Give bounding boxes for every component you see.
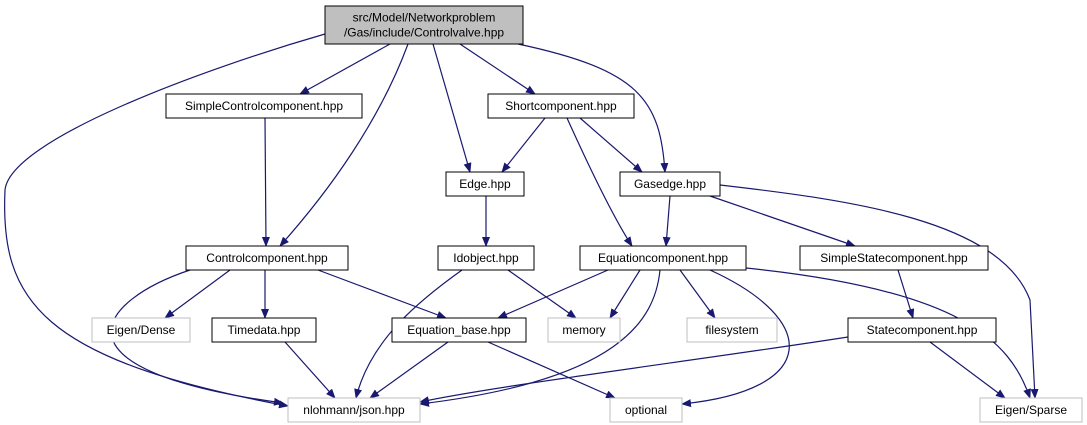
node-simplecontrol[interactable]: SimpleControlcomponent.hpp — [165, 93, 363, 119]
node-box-equationcomp — [579, 245, 747, 271]
edge-short-to-equationcomp — [566, 117, 633, 247]
node-label-idobject: Idobject.hpp — [453, 251, 519, 265]
node-label-short: Shortcomponent.hpp — [505, 99, 617, 113]
edge-short-to-edge — [501, 117, 546, 173]
node-box-statecomp — [847, 317, 997, 343]
node-box-eqbase — [391, 317, 527, 343]
node-idobject[interactable]: Idobject.hpp — [437, 245, 535, 271]
node-simplestate[interactable]: SimpleStatecomponent.hpp — [799, 245, 989, 271]
node-json: nlohmann/json.hpp — [287, 397, 421, 423]
edge-simplestate-to-statecomp — [897, 269, 915, 319]
node-label-eqbase: Equation_base.hpp — [407, 323, 511, 337]
node-box-eigendense — [91, 317, 191, 343]
node-box-short — [487, 93, 635, 119]
edge-timedata-to-json — [284, 341, 336, 399]
node-filesystem: filesystem — [686, 317, 778, 343]
edge-controlcomp-to-eigendense — [164, 269, 231, 319]
node-gasedge[interactable]: Gasedge.hpp — [619, 171, 721, 197]
edge-root-to-gasedge — [517, 43, 669, 173]
node-label-simplestate: SimpleStatecomponent.hpp — [820, 251, 968, 265]
node-box-idobject — [437, 245, 535, 271]
node-label-simplecontrol: SimpleControlcomponent.hpp — [185, 99, 343, 113]
edge-equationcomp-to-eqbase — [497, 269, 609, 319]
node-eigendense: Eigen/Dense — [91, 317, 191, 343]
node-equationcomp[interactable]: Equationcomponent.hpp — [579, 245, 747, 271]
node-edge[interactable]: Edge.hpp — [445, 171, 525, 197]
node-box-simplecontrol — [165, 93, 363, 119]
node-timedata[interactable]: Timedata.hpp — [211, 317, 317, 343]
node-box-optional — [609, 397, 683, 423]
node-label-edge: Edge.hpp — [459, 177, 511, 191]
node-box-controlcomp — [185, 245, 349, 271]
node-eqbase[interactable]: Equation_base.hpp — [391, 317, 527, 343]
node-root[interactable]: src/Model/Networkproblem/Gas/include/Con… — [324, 5, 524, 45]
edge-simplecontrol-to-controlcomp — [261, 117, 270, 247]
node-box-root — [324, 5, 524, 45]
edge-gasedge-to-simplestate — [709, 195, 856, 247]
node-label-optional: optional — [625, 403, 667, 417]
node-box-eigensparse — [979, 397, 1083, 423]
node-label-statecomp: Statecomponent.hpp — [867, 323, 978, 337]
node-box-memory — [547, 317, 621, 343]
edge-root-to-controlcomp — [279, 43, 409, 247]
node-label-json: nlohmann/json.hpp — [303, 403, 405, 417]
node-label-gasedge: Gasedge.hpp — [634, 177, 706, 191]
node-box-gasedge — [619, 171, 721, 197]
edge-root-to-json — [4, 33, 326, 409]
edge-eqbase-to-optional — [487, 341, 616, 399]
node-statecomp[interactable]: Statecomponent.hpp — [847, 317, 997, 343]
edge-gasedge-to-equationcomp — [662, 195, 671, 247]
edge-root-to-short — [459, 43, 536, 95]
node-label-eigensparse: Eigen/Sparse — [995, 403, 1067, 417]
node-box-simplestate — [799, 245, 989, 271]
node-memory: memory — [547, 317, 621, 343]
node-label-filesystem: filesystem — [705, 323, 758, 337]
edge-idobject-to-memory — [507, 269, 577, 319]
edge-equationcomp-to-optional — [681, 269, 790, 408]
edge-short-to-gasedge — [579, 117, 643, 173]
node-box-json — [287, 397, 421, 423]
edge-gasedge-to-eigensparse — [719, 184, 1039, 399]
node-label-timedata: Timedata.hpp — [228, 323, 301, 337]
node-box-edge — [445, 171, 525, 197]
node-label-controlcomp: Controlcomponent.hpp — [206, 251, 328, 265]
node-label-root: src/Model/Networkproblem — [353, 11, 496, 25]
node-short[interactable]: Shortcomponent.hpp — [487, 93, 635, 119]
node-label-root: /Gas/include/Controlvalve.hpp — [344, 26, 504, 40]
node-eigensparse: Eigen/Sparse — [979, 397, 1083, 423]
node-label-eigendense: Eigen/Dense — [107, 323, 176, 337]
nodes: src/Model/Networkproblem/Gas/include/Con… — [91, 5, 1083, 423]
node-box-filesystem — [686, 317, 778, 343]
edge-root-to-simplecontrol — [299, 43, 391, 95]
edge-eqbase-to-json — [369, 341, 449, 399]
node-box-timedata — [211, 317, 317, 343]
node-label-equationcomp: Equationcomponent.hpp — [598, 251, 728, 265]
edge-equationcomp-to-filesystem — [679, 269, 716, 319]
edges — [4, 33, 1039, 409]
edge-statecomp-to-eigensparse — [929, 341, 1006, 399]
node-optional: optional — [609, 397, 683, 423]
edge-equationcomp-to-json — [419, 269, 661, 407]
edge-equationcomp-to-memory — [609, 269, 641, 319]
edge-root-to-edge — [432, 43, 472, 173]
edge-controlcomp-to-eqbase — [317, 269, 447, 319]
edge-statecomp-to-json — [419, 336, 849, 405]
node-controlcomp[interactable]: Controlcomponent.hpp — [185, 245, 349, 271]
node-label-memory: memory — [562, 323, 605, 337]
